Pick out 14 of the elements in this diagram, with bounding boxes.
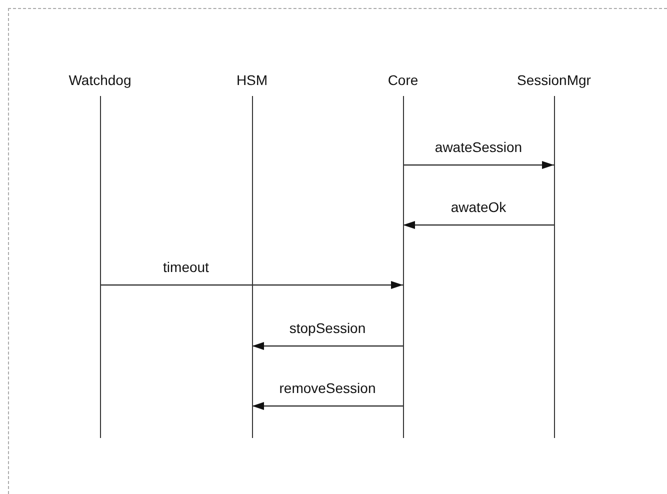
message-arrow	[402, 221, 554, 229]
message-label: awateSession	[432, 139, 524, 155]
message-arrow	[252, 342, 404, 350]
message-arrow	[402, 161, 554, 169]
participant-name: SessionMgr	[516, 72, 592, 88]
participant-name: Watchdog	[68, 72, 132, 88]
participant-name: Core	[386, 72, 420, 88]
message-arrow	[100, 281, 404, 289]
message-label: stopSession	[287, 320, 368, 336]
message-arrow	[252, 402, 404, 410]
participant-name: HSM	[235, 72, 269, 88]
message-label: timeout	[161, 259, 211, 275]
message-label: awateOk	[448, 199, 508, 215]
message-label: removeSession	[277, 380, 378, 396]
